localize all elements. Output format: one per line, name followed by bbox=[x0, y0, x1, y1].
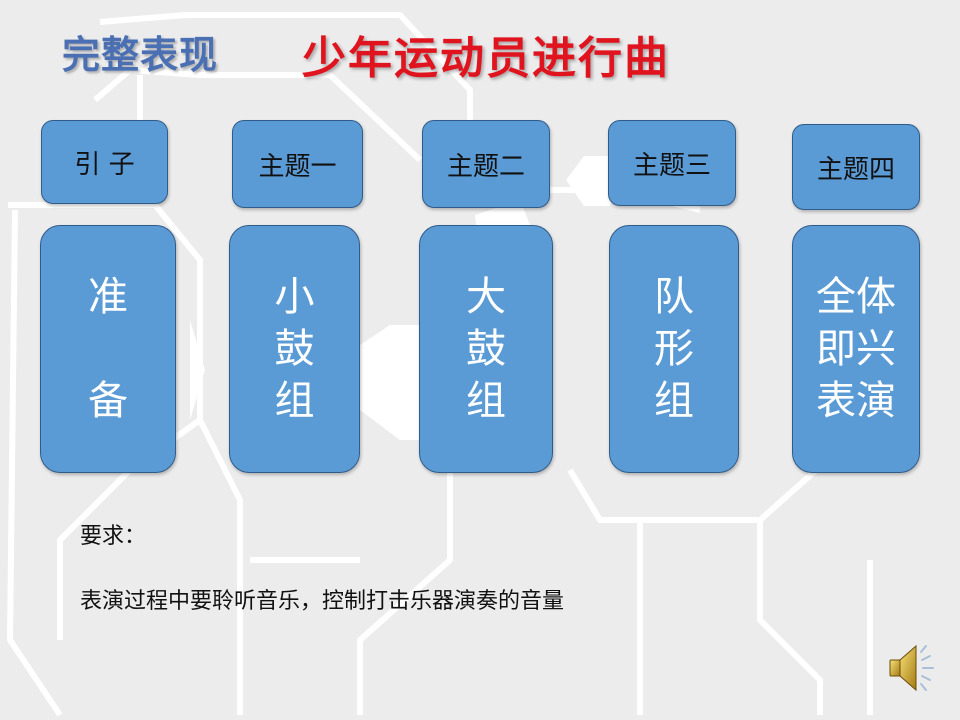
header-label: 主题四 bbox=[816, 154, 895, 185]
header-box-intro: 引 子 bbox=[41, 120, 168, 204]
header-box-theme-1: 主题一 bbox=[232, 120, 363, 208]
header-box-theme-2: 主题二 bbox=[422, 120, 550, 208]
section-label: 小 鼓 组 bbox=[274, 274, 315, 424]
section-box-prepare: 准 备 bbox=[40, 225, 176, 473]
section-box-improvisation: 全体 即兴 表演 bbox=[792, 225, 920, 473]
section-box-formation: 队 形 组 bbox=[609, 225, 739, 473]
section-box-small-drum: 小 鼓 组 bbox=[229, 225, 360, 473]
section-label: 队 形 组 bbox=[654, 274, 694, 424]
header-box-theme-4: 主题四 bbox=[792, 124, 920, 210]
header-label: 主题二 bbox=[446, 151, 525, 182]
section-box-big-drum: 大 鼓 组 bbox=[419, 225, 553, 473]
section-label: 全体 即兴 表演 bbox=[816, 274, 896, 424]
section-label: 大 鼓 组 bbox=[466, 274, 506, 424]
header-label: 主题三 bbox=[632, 150, 711, 181]
section-label: 准 备 bbox=[88, 274, 128, 424]
header-label: 主题一 bbox=[258, 151, 337, 182]
requirements-label: 要求： bbox=[80, 524, 147, 549]
header-box-theme-3: 主题三 bbox=[608, 120, 736, 206]
header-label: 引 子 bbox=[74, 149, 135, 180]
requirements-text: 表演过程中要聆听音乐，控制打击乐器演奏的音量 bbox=[80, 589, 565, 614]
slide-subtitle: 完整表现 bbox=[62, 33, 219, 77]
slide-title: 少年运动员进行曲 bbox=[302, 33, 670, 84]
speaker-icon[interactable] bbox=[884, 640, 940, 696]
